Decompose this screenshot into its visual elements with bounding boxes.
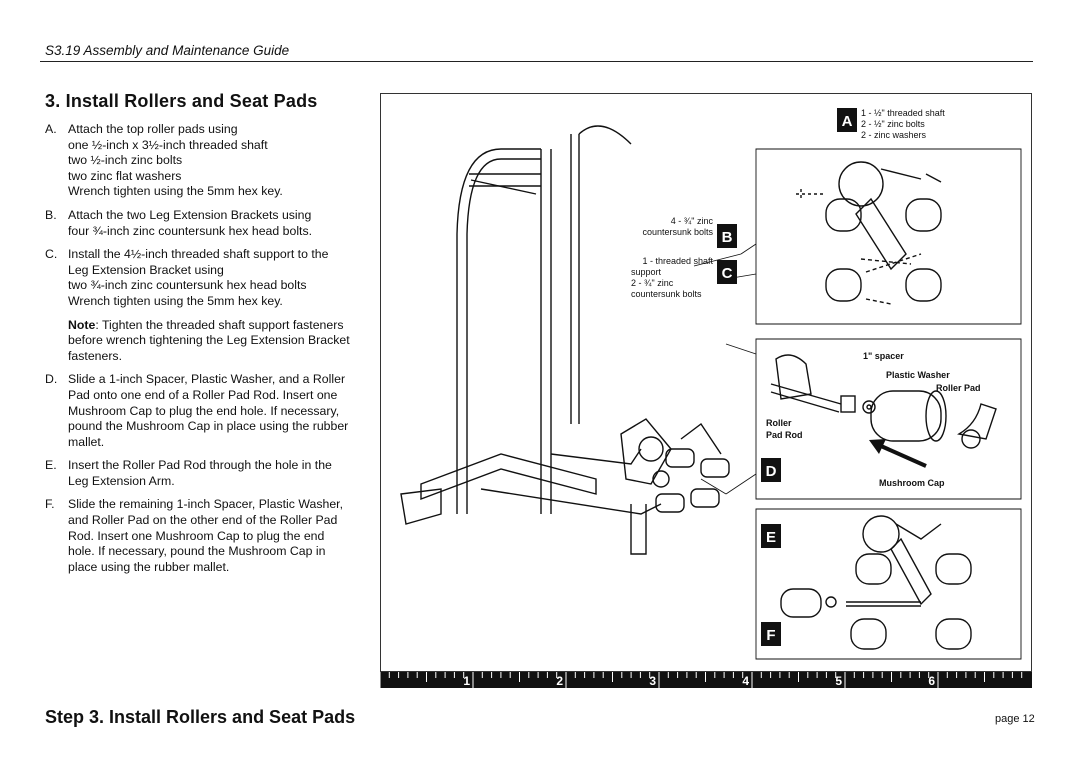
callout-spacer: 1" spacer [863,351,904,361]
svg-text:C: C [722,265,733,282]
step-line: two ½-inch zinc bolts [68,153,183,168]
ruler-label: 4 [742,674,749,688]
step-line: Leg Extension Bracket using [68,262,224,277]
badge-d: D [761,458,781,482]
step-line: one ½-inch x 3½-inch threaded shaft [68,137,268,152]
step-line: Wrench tighten using the 5mm hex key. [68,184,283,199]
callout-c-line: 2 - ¾" zinc [631,278,674,288]
step-line: Attach the two Leg Extension Brackets us… [68,207,312,222]
ruler-label: 2 [556,674,563,688]
step-line: four ¾-inch zinc countersunk hex head bo… [68,223,313,238]
step-line: mallet. [68,434,105,449]
step-line: two ¾-inch zinc countersunk hex head bol… [68,278,307,293]
note-line: fasteners. [68,348,122,363]
ruler-label: 5 [835,674,842,688]
instruction-steps: A. Attach the top roller pads using one … [45,122,365,583]
badge-e: E [761,524,781,548]
page-number: page 12 [995,713,1035,725]
footer-title: Step 3. Install Rollers and Seat Pads [45,707,356,727]
callout-roller-rod: Pad Rod [766,430,803,440]
insert-arrow-head [869,439,886,454]
callout-a-line: 2 - ½" zinc bolts [861,119,925,129]
page-ruler: 1 2 3 4 5 6 [379,672,1032,688]
svg-text:E: E [766,529,776,546]
step-line: Mushroom Cap to plug the end hole. If ne… [68,403,340,418]
ruler-label: 1 [463,674,470,688]
step-letter: D. [45,372,58,387]
svg-text:F: F [766,627,775,644]
step-letter: E. [45,458,57,473]
svg-text:D: D [766,463,777,480]
step-line: Wrench tighten using the 5mm hex key. [68,293,283,308]
step-line: Rod. Insert one Mushroom Cap to plug the… [68,528,325,543]
header-divider [40,61,1033,62]
step-line: Install the 4½-inch threaded shaft suppo… [68,247,329,262]
guide-title: S3.19 Assembly and Maintenance Guide [45,43,290,58]
detail-e-f-drawing [755,508,1022,660]
callout-a-line: 1 - ½" threaded shaft [861,108,945,118]
step-line: Slide the remaining 1-inch Spacer, Plast… [68,497,343,512]
badge-b: B [717,224,737,248]
note-line: : Tighten the threaded shaft support fas… [95,317,344,332]
badge-c: C [717,260,737,284]
callout-roller-pad: Roller Pad [936,383,981,393]
callout-b-line: 4 - ¾" zinc [671,216,714,226]
note-label: Note [68,317,96,332]
detail-a-b-c-drawing [755,148,1022,325]
step-line: pound the Mushroom Cap in place using th… [68,419,349,434]
step-a: A. Attach the top roller pads using one … [45,122,365,200]
step-line: Slide a 1-inch Spacer, Plastic Washer, a… [68,372,346,387]
callout-roller-rod: Roller [766,418,792,428]
ruler-label: 3 [649,674,656,688]
ruler-label: 6 [928,674,935,688]
assembly-illustration: A B C D E F 1 - ½" threaded shaft 2 - ½"… [400,108,1022,660]
callout-c-line: countersunk bolts [631,289,702,299]
callout-b-line: countersunk bolts [642,227,713,237]
step-letter: A. [45,122,57,136]
section-title: 3. Install Rollers and Seat Pads [45,91,318,111]
step-d: D. Slide a 1-inch Spacer, Plastic Washer… [45,372,365,450]
step-line: Pad onto one end of a Roller Pad Rod. In… [68,387,338,402]
step-line: place using the rubber mallet. [68,559,230,574]
badge-f: F [761,622,781,646]
step-line: Attach the top roller pads using [68,122,238,136]
svg-text:A: A [842,113,853,130]
step-e: E. Insert the Roller Pad Rod through the… [45,458,365,489]
assembly-figure: A B C D E F 1 - ½" threaded shaft 2 - ½"… [380,93,1032,672]
detail-d-drawing [755,338,1022,500]
step-c: C. Install the 4½-inch threaded shaft su… [45,247,365,309]
badge-a: A [837,108,857,132]
callout-a-line: 2 - zinc washers [861,130,927,140]
step-line: Leg Extension Arm. [68,473,175,488]
svg-text:B: B [722,229,733,246]
note-block: Note: Tighten the threaded shaft support… [68,318,365,365]
callout-plastic-washer: Plastic Washer [886,370,950,380]
machine-frame-drawing [400,125,672,555]
step-line: Insert the Roller Pad Rod through the ho… [68,458,332,473]
step-line: and Roller Pad on the other end of the R… [68,513,338,528]
step-letter: C. [45,247,58,262]
insert-arrow [880,444,927,468]
callout-c-line: support [631,267,662,277]
callout-c-line: 1 - threaded shaft [642,256,713,266]
step-letter: B. [45,207,57,222]
step-line: hole. If necessary, pound the Mushroom C… [68,544,326,559]
step-f: F. Slide the remaining 1-inch Spacer, Pl… [45,497,365,575]
note-line: before wrench tightening the Leg Extensi… [68,333,350,348]
step-b: B. Attach the two Leg Extension Brackets… [45,208,365,239]
step-letter: F. [45,497,55,512]
machine-roller-drawing [655,422,730,513]
step-line: two zinc flat washers [68,168,182,183]
callout-mushroom-cap: Mushroom Cap [879,478,945,488]
